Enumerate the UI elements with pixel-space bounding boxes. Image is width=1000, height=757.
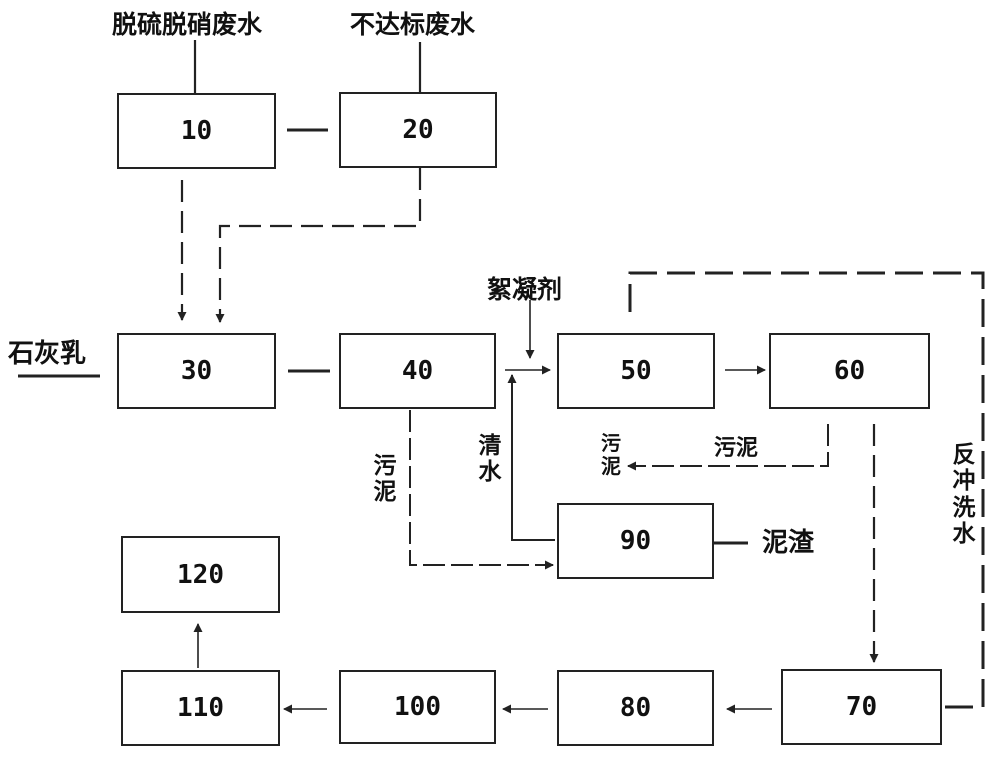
- box-110: 110: [121, 670, 280, 746]
- box-100-label: 100: [394, 692, 441, 722]
- label-sludge-50: 污泥: [601, 431, 621, 478]
- box-40-label: 40: [401, 356, 434, 386]
- box-50: 50: [557, 333, 715, 409]
- box-60-label: 60: [833, 356, 866, 386]
- label-clear-water: 清水: [478, 433, 502, 486]
- box-90: 90: [557, 503, 714, 579]
- box-120: 120: [121, 536, 280, 613]
- line-20-to-30: [215, 168, 422, 323]
- box-30: 30: [117, 333, 276, 409]
- label-sludge-residue: 泥渣: [762, 528, 815, 558]
- line-backwash: [628, 271, 985, 709]
- box-90-label: 90: [619, 526, 652, 556]
- box-80-label: 80: [619, 693, 652, 723]
- box-20: 20: [339, 92, 497, 168]
- label-desulf-wastewater: 脱硫脱硝废水: [112, 10, 263, 39]
- line-clear-water: [507, 374, 555, 541]
- box-80: 80: [557, 670, 714, 746]
- label-sludge-40: 污泥: [373, 453, 397, 506]
- label-substandard-wastewater: 不达标废水: [350, 10, 476, 39]
- box-60: 60: [769, 333, 930, 409]
- box-30-label: 30: [180, 356, 213, 386]
- box-70-label: 70: [845, 692, 878, 722]
- label-sludge-60: 污泥: [714, 436, 759, 461]
- box-100: 100: [339, 670, 496, 744]
- label-lime-milk: 石灰乳: [8, 339, 87, 369]
- line-60-sludge: [627, 424, 829, 471]
- line-40-sludge: [409, 410, 554, 570]
- box-120-label: 120: [177, 559, 224, 590]
- label-flocculant: 絮凝剂: [487, 275, 563, 304]
- box-110-label: 110: [177, 693, 224, 723]
- box-10: 10: [117, 93, 276, 169]
- label-backwash-water: 反冲洗水: [952, 442, 976, 548]
- box-70: 70: [781, 669, 942, 745]
- box-40: 40: [339, 333, 496, 409]
- box-50-label: 50: [620, 356, 652, 386]
- box-20-label: 20: [402, 115, 434, 145]
- box-10-label: 10: [180, 116, 213, 146]
